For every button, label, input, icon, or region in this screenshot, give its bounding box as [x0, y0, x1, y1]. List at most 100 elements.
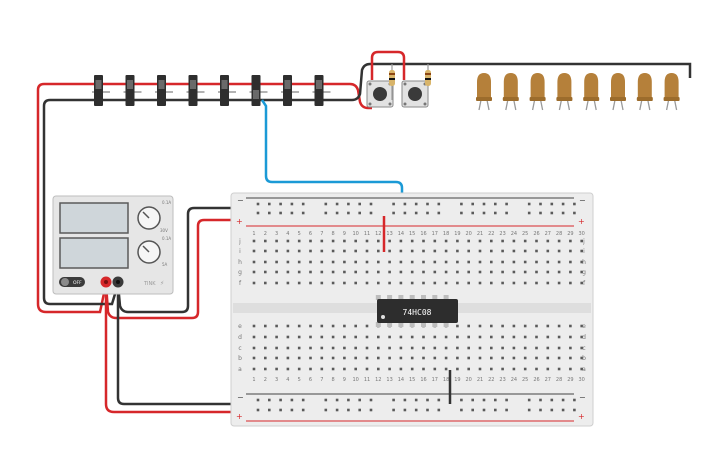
- push-button-icon[interactable]: [401, 80, 429, 108]
- row-letter: f: [583, 280, 586, 287]
- led-icon[interactable]: [636, 73, 653, 111]
- column-number: 19: [454, 231, 460, 237]
- slide-switch-icon[interactable]: [281, 75, 299, 106]
- wire-black-switch-to-supply[interactable]: [42, 98, 120, 306]
- row-letter: f: [239, 280, 242, 287]
- column-number: 24: [511, 231, 517, 237]
- column-number: 13: [386, 231, 392, 237]
- column-number: 6: [309, 377, 312, 383]
- wire-red-switch-to-supply[interactable]: [36, 82, 108, 314]
- column-number: 20: [466, 377, 472, 383]
- row-letter: e: [582, 323, 586, 330]
- top-rail-minus-left: −: [237, 196, 244, 205]
- row-letter: g: [238, 269, 242, 276]
- slide-switch-icon[interactable]: [218, 75, 236, 106]
- negative-terminal[interactable]: [112, 276, 124, 288]
- column-number: 17: [432, 231, 438, 237]
- column-number: 28: [556, 231, 562, 237]
- column-number: 10: [353, 377, 359, 383]
- positive-terminal[interactable]: [100, 276, 112, 288]
- wire-red-supply-to-top-rail[interactable]: [104, 218, 242, 320]
- wire-black-supply-to-top-rail[interactable]: [116, 206, 242, 314]
- row-letter: e: [238, 323, 242, 330]
- column-number: 1: [252, 377, 255, 383]
- column-number: 24: [511, 377, 517, 383]
- bottom-rail-plus-left: +: [236, 412, 243, 421]
- slide-switch-icon[interactable]: [312, 75, 331, 106]
- wire-red-switch-bus[interactable]: [98, 82, 372, 110]
- current-knob[interactable]: [137, 240, 161, 264]
- wire-black-supply-to-bottom-rail[interactable]: [116, 284, 242, 406]
- column-number: 3: [275, 377, 278, 383]
- slide-switch-icon[interactable]: [123, 75, 142, 106]
- voltage-knob[interactable]: [137, 206, 161, 230]
- column-number: 8: [332, 231, 335, 237]
- column-number: 5: [298, 377, 301, 383]
- wire-black-switch-bus[interactable]: [98, 62, 692, 102]
- column-number: 18: [443, 377, 449, 383]
- slide-switch-icon[interactable]: [186, 75, 205, 106]
- led-icon[interactable]: [502, 73, 519, 111]
- column-number: 9: [343, 231, 346, 237]
- row-letter: h: [238, 259, 242, 266]
- column-number: 15: [409, 231, 415, 237]
- column-number: 12: [375, 231, 381, 237]
- column-number: 27: [545, 231, 551, 237]
- column-number: 18: [443, 231, 449, 237]
- led-icon[interactable]: [663, 73, 680, 111]
- breadboard-holes[interactable]: [252, 202, 583, 412]
- column-number: 21: [477, 231, 483, 237]
- led-icon[interactable]: [529, 73, 546, 111]
- row-letter: a: [238, 366, 242, 373]
- column-number: 12: [375, 377, 381, 383]
- slide-switch-row: [92, 75, 331, 106]
- column-number: 4: [286, 377, 289, 383]
- column-number: 11: [364, 377, 370, 383]
- power-supply[interactable]: 0.1A 30V 0.1A 5A OFF TINK ⚡: [52, 195, 174, 295]
- column-number: 7: [320, 231, 323, 237]
- column-number: 21: [477, 377, 483, 383]
- voltage-display: [59, 202, 129, 234]
- column-number: 11: [364, 231, 370, 237]
- led-icon[interactable]: [476, 73, 492, 111]
- column-number: 9: [343, 377, 346, 383]
- column-number: 29: [567, 377, 573, 383]
- slide-switch-icon[interactable]: [155, 75, 173, 106]
- resistor-icon[interactable]: [425, 64, 431, 100]
- wire-red-button-loop[interactable]: [370, 50, 406, 80]
- column-number: 3: [275, 231, 278, 237]
- chip-pins: [375, 295, 449, 327]
- slide-switch-icon[interactable]: [249, 75, 268, 106]
- column-number: 29: [567, 231, 573, 237]
- resistor-row: [389, 64, 431, 100]
- wire-blue-switch6-to-breadboard[interactable]: [260, 99, 404, 270]
- led-icon[interactable]: [610, 73, 626, 111]
- column-number: 27: [545, 377, 551, 383]
- led-icon[interactable]: [556, 73, 573, 111]
- column-number: 26: [533, 377, 539, 383]
- knob1-top-label: 0.1A: [162, 200, 171, 205]
- supply-brand-label: TINK: [143, 281, 156, 287]
- push-button-icon[interactable]: [366, 80, 394, 108]
- chip-74hc08[interactable]: 74HC08: [375, 295, 458, 327]
- column-number: 7: [320, 377, 323, 383]
- chip-label: 74HC08: [403, 308, 432, 317]
- push-button-row: [366, 64, 431, 108]
- power-off-label: OFF: [73, 280, 82, 286]
- row-letter: g: [582, 269, 586, 276]
- wire-red-supply-to-bottom-rail[interactable]: [104, 284, 242, 414]
- column-number: 22: [488, 231, 494, 237]
- resistor-icon[interactable]: [389, 64, 395, 100]
- row-letter: b: [238, 355, 242, 362]
- column-number: 2: [264, 231, 267, 237]
- current-display: [59, 237, 129, 269]
- led-icon[interactable]: [583, 73, 600, 111]
- slide-switch-icon[interactable]: [92, 75, 110, 106]
- column-number: 17: [432, 377, 438, 383]
- column-number: 15: [409, 377, 415, 383]
- row-letter: d: [238, 334, 242, 341]
- power-toggle[interactable]: OFF: [59, 277, 85, 287]
